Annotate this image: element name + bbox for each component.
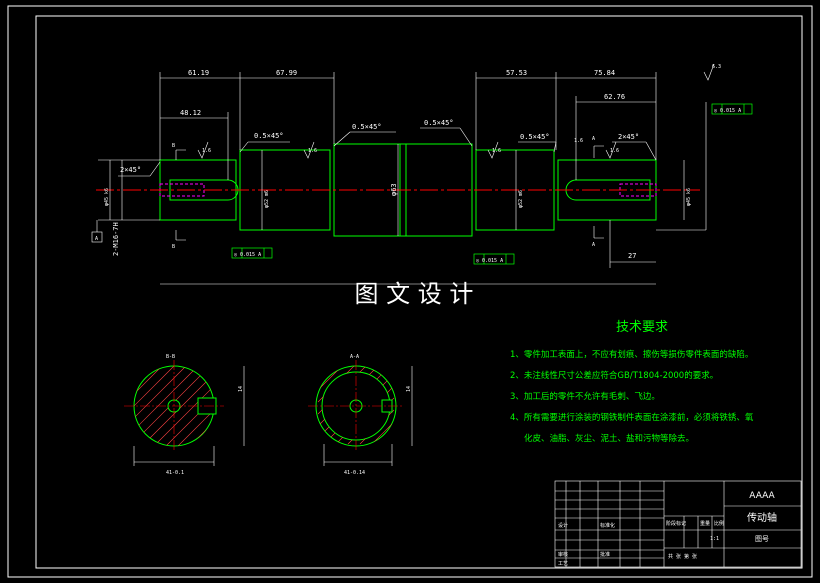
notes-heading: 技术要求: [616, 320, 668, 335]
drawing-number-label: 图号: [755, 535, 769, 543]
technical-requirements: 技术要求 1、零件加工表面上，不应有划痕、擦伤等损伤零件表面的缺陷。 2、未注线…: [510, 320, 754, 444]
section-a-width: 41-0.14: [344, 470, 365, 476]
part-name: 传动轴: [747, 511, 777, 524]
datum-label: A: [95, 236, 98, 242]
keyway-right: [565, 179, 651, 201]
section-mark-3: A: [592, 136, 595, 142]
inner-frame: [35, 15, 803, 569]
dia-1: φ45 k6: [104, 188, 110, 206]
sf-4: 1.6: [610, 148, 619, 154]
company-name: AAAA: [749, 491, 775, 501]
outer-frame: [7, 5, 813, 578]
chamfer-1: 0.5×45°: [254, 132, 284, 140]
keyway-left: [169, 179, 239, 201]
dia-2: φ52 m6: [264, 190, 270, 208]
dim-top-2: 67.99: [276, 69, 297, 77]
sf-5: 6.3: [712, 64, 721, 70]
tb-label-design: 设计: [558, 522, 568, 529]
note-2: 2、未注线性尺寸公差应符合GB/T1804-2000的要求。: [510, 370, 718, 381]
section-mark-1: B: [172, 143, 175, 149]
chamfer-6: 2×45°: [618, 133, 639, 141]
note-4: 4、所有需要进行涂装的钢铁制件表面在涂漆前，必须将铁锈、氧: [510, 412, 754, 423]
section-b-label: B-B: [166, 354, 175, 360]
sf-2: 1.6: [308, 148, 317, 154]
thread-callout: 2-M16-7H: [112, 222, 120, 256]
section-b-width: 41-0.1: [166, 470, 184, 476]
section-mark-4: A: [592, 242, 595, 248]
tb-label-approve: 批准: [600, 551, 610, 558]
section-view-b-b: 41-0.1 14 B-B: [124, 354, 245, 476]
chamfer-2: 0.5×45°: [352, 123, 382, 131]
dim-right-bottom: 27: [628, 252, 636, 260]
section-b-depth: 14: [238, 386, 244, 392]
chamfer-5: 2×45°: [120, 166, 141, 174]
section-mark-2: B: [172, 244, 175, 250]
tol-frame-1: ◎ 0.015 A: [234, 252, 261, 258]
dimension-texts: 61.19 67.99 57.53 75.84 48.12 62.76 0.5×…: [95, 64, 741, 264]
dia-4: φ52 m6: [518, 190, 524, 208]
dim-top-1: 61.19: [188, 69, 209, 77]
sf-3: 1.6: [492, 148, 501, 154]
tb-label-process: 工艺: [558, 561, 568, 567]
dim-second-1: 48.12: [180, 109, 201, 117]
dim-top-4: 75.84: [594, 69, 615, 77]
tol-frame-2: ◎ 0.015 A: [476, 258, 503, 264]
dia-3: φ63: [390, 183, 398, 196]
chamfer-3: 0.5×45°: [424, 119, 454, 127]
dim-second-2: 62.76: [604, 93, 625, 101]
tb-label-weight: 重量: [700, 520, 710, 527]
tb-label-scale: 比例: [714, 520, 724, 527]
tb-label-stage: 阶段标记: [666, 520, 686, 527]
tb-label-scale-value: 1:1: [710, 536, 719, 542]
note-3: 3、加工后的零件不允许有毛刺、飞边。: [510, 391, 660, 402]
chamfer-4: 0.5×45°: [520, 133, 550, 141]
sf-1: 1.6: [202, 148, 211, 154]
tb-label-review: 审核: [558, 551, 568, 558]
dim-top-3: 57.53: [506, 69, 527, 77]
watermark: 图 文 设 计: [355, 280, 474, 308]
dimension-lines: [91, 63, 715, 285]
section-a-label: A-A: [350, 354, 359, 360]
title-block: [554, 480, 802, 568]
note-5: 化皮、油脂、灰尘、泥土、盐和污物等除去。: [524, 433, 694, 444]
title-block-labels: 设计 标准化 审核 工艺 批准 阶段标记 重量 比例 共 张 第 张 1:1: [558, 520, 724, 567]
section-a-depth: 14: [406, 386, 412, 392]
tol-frame-3: ◎ 0.015 A: [714, 108, 741, 114]
tb-label-standard: 标准化: [600, 522, 615, 529]
sf-6: 1.6: [574, 138, 583, 144]
tb-label-sheets: 共 张 第 张: [668, 553, 697, 560]
tolerance-frames: [231, 103, 753, 265]
note-1: 1、零件加工表面上，不应有划痕、擦伤等损伤零件表面的缺陷。: [510, 349, 753, 360]
dia-5: φ45 k6: [686, 188, 692, 206]
section-view-a-a: 41-0.14 14 A-A: [308, 354, 413, 476]
